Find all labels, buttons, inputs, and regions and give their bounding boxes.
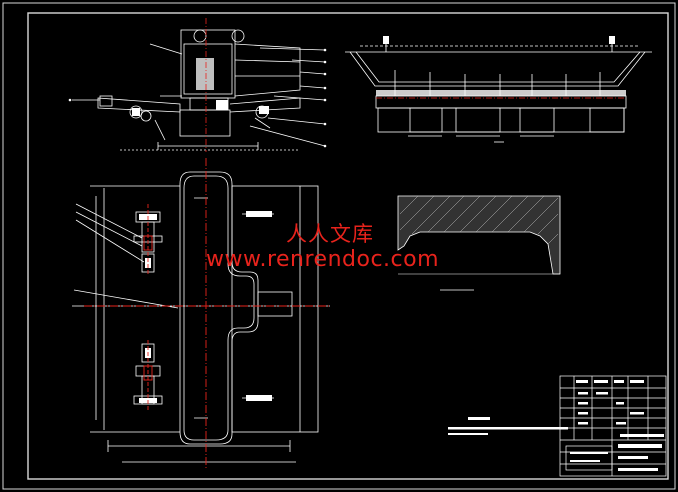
watermark-chinese: 人人文库 <box>286 222 374 246</box>
detail-section-view <box>397 195 561 291</box>
technical-notes <box>448 417 568 435</box>
title-block <box>559 375 667 477</box>
title-block-text-marks <box>570 380 664 471</box>
front-elevation-hatch <box>132 58 269 116</box>
plan-view-centerlines <box>84 158 330 468</box>
front-elevation-view <box>72 29 326 151</box>
watermark-url: www.renrendoc.com <box>206 247 440 272</box>
balloon-markers <box>68 48 327 148</box>
tray-section-fill <box>376 36 626 96</box>
